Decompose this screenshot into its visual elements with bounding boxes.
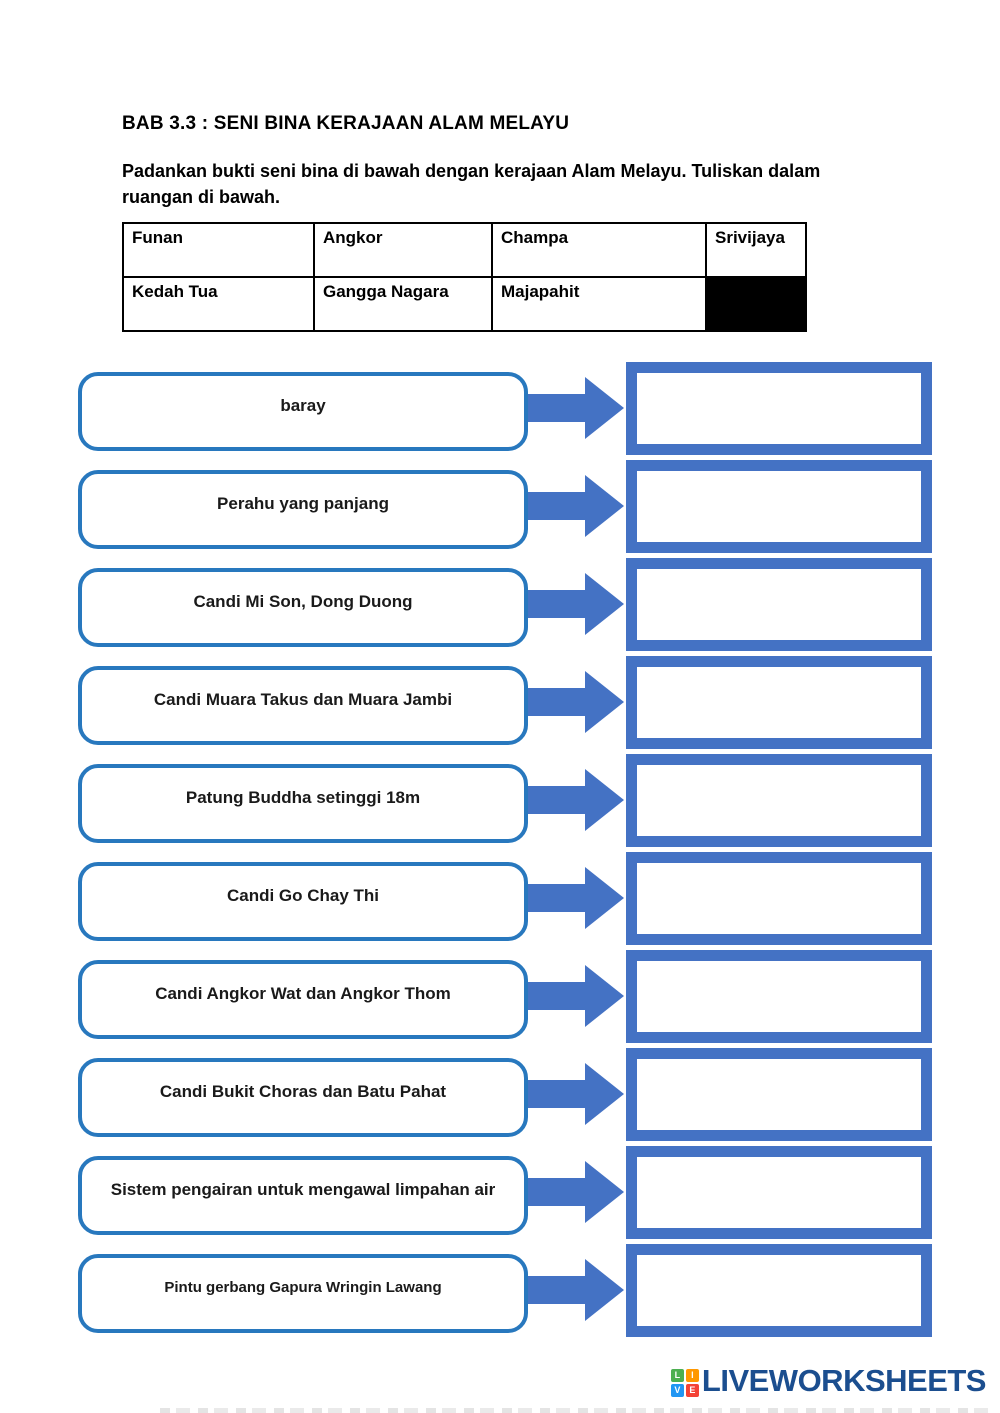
match-row: Patung Buddha setinggi 18m <box>78 752 938 850</box>
clue-label: Candi Angkor Wat dan Angkor Thom <box>155 984 451 1004</box>
kingdom-cell-kedah-tua: Kedah Tua <box>122 276 315 332</box>
clue-label: Pintu gerbang Gapura Wringin Lawang <box>164 1279 442 1297</box>
clue-label: Perahu yang panjang <box>217 494 389 514</box>
kingdom-cell-angkor: Angkor <box>313 222 493 278</box>
right-arrow-icon <box>528 671 624 733</box>
logo-letter-e: E <box>685 1384 699 1397</box>
logo-letter-l: L <box>670 1369 684 1382</box>
match-row: Pintu gerbang Gapura Wringin Lawang <box>78 1242 938 1340</box>
answer-input-box[interactable] <box>626 656 932 749</box>
answer-input-box[interactable] <box>626 1244 932 1337</box>
clue-box: Candi Go Chay Thi <box>78 862 528 941</box>
matching-list: baray Perahu yang panjang Candi Mi Son, … <box>78 360 938 1340</box>
table-row: Kedah Tua Gangga Nagara Majapahit <box>122 276 807 332</box>
clue-label: Candi Go Chay Thi <box>226 886 380 906</box>
match-row: Candi Go Chay Thi <box>78 850 938 948</box>
blacked-out-cell <box>705 276 807 332</box>
clue-box: Pintu gerbang Gapura Wringin Lawang <box>78 1254 528 1333</box>
clue-box: Candi Muara Takus dan Muara Jambi <box>78 666 528 745</box>
right-arrow-icon <box>528 475 624 537</box>
clue-box: baray <box>78 372 528 451</box>
kingdom-cell-funan: Funan <box>122 222 315 278</box>
answer-input-box[interactable] <box>626 852 932 945</box>
liveworksheets-grid-icon: L I V E <box>670 1369 699 1397</box>
page-title: BAB 3.3 : SENI BINA KERAJAAN ALAM MELAYU <box>122 113 570 134</box>
kingdom-cell-gangga-nagara: Gangga Nagara <box>313 276 493 332</box>
right-arrow-icon <box>528 573 624 635</box>
liveworksheets-logo: L I V E LIVEWORKSHEETS <box>670 1363 987 1399</box>
logo-letter-i: I <box>685 1369 699 1382</box>
match-row: Candi Angkor Wat dan Angkor Thom <box>78 948 938 1046</box>
match-row: Candi Muara Takus dan Muara Jambi <box>78 654 938 752</box>
instructions-text: Padankan bukti seni bina di bawah dengan… <box>122 161 821 208</box>
answer-input-box[interactable] <box>626 1146 932 1239</box>
clue-box: Patung Buddha setinggi 18m <box>78 764 528 843</box>
clue-box: Candi Mi Son, Dong Duong <box>78 568 528 647</box>
kingdom-cell-srivijaya: Srivijaya <box>705 222 807 278</box>
answer-input-box[interactable] <box>626 558 932 651</box>
answer-input-box[interactable] <box>626 362 932 455</box>
cropped-text-artifact <box>160 1408 990 1413</box>
right-arrow-icon <box>528 377 624 439</box>
clue-label: Patung Buddha setinggi 18m <box>185 788 421 808</box>
logo-letter-v: V <box>670 1384 684 1397</box>
table-row: Funan Angkor Champa Srivijaya <box>122 222 807 278</box>
clue-box: Candi Bukit Choras dan Batu Pahat <box>78 1058 528 1137</box>
clue-label: Candi Bukit Choras dan Batu Pahat <box>159 1082 447 1102</box>
kingdom-cell-champa: Champa <box>491 222 707 278</box>
clue-label: Candi Muara Takus dan Muara Jambi <box>153 690 453 710</box>
clue-box: Perahu yang panjang <box>78 470 528 549</box>
answer-input-box[interactable] <box>626 460 932 553</box>
match-row: Candi Mi Son, Dong Duong <box>78 556 938 654</box>
right-arrow-icon <box>528 1259 624 1321</box>
clue-label: baray <box>280 396 326 416</box>
kingdom-table: Funan Angkor Champa Srivijaya Kedah Tua … <box>122 222 807 332</box>
right-arrow-icon <box>528 965 624 1027</box>
clue-label: Candi Mi Son, Dong Duong <box>193 592 413 612</box>
match-row: Sistem pengairan untuk mengawal limpahan… <box>78 1144 938 1242</box>
match-row: Perahu yang panjang <box>78 458 938 556</box>
right-arrow-icon <box>528 1161 624 1223</box>
right-arrow-icon <box>528 867 624 929</box>
right-arrow-icon <box>528 1063 624 1125</box>
brand-wordmark: LIVEWORKSHEETS <box>701 1363 987 1398</box>
clue-label: Sistem pengairan untuk mengawal limpahan… <box>110 1180 496 1200</box>
kingdom-cell-majapahit: Majapahit <box>491 276 707 332</box>
match-row: baray <box>78 360 938 458</box>
right-arrow-icon <box>528 769 624 831</box>
match-row: Candi Bukit Choras dan Batu Pahat <box>78 1046 938 1144</box>
clue-box: Candi Angkor Wat dan Angkor Thom <box>78 960 528 1039</box>
answer-input-box[interactable] <box>626 950 932 1043</box>
answer-input-box[interactable] <box>626 754 932 847</box>
answer-input-box[interactable] <box>626 1048 932 1141</box>
clue-box: Sistem pengairan untuk mengawal limpahan… <box>78 1156 528 1235</box>
